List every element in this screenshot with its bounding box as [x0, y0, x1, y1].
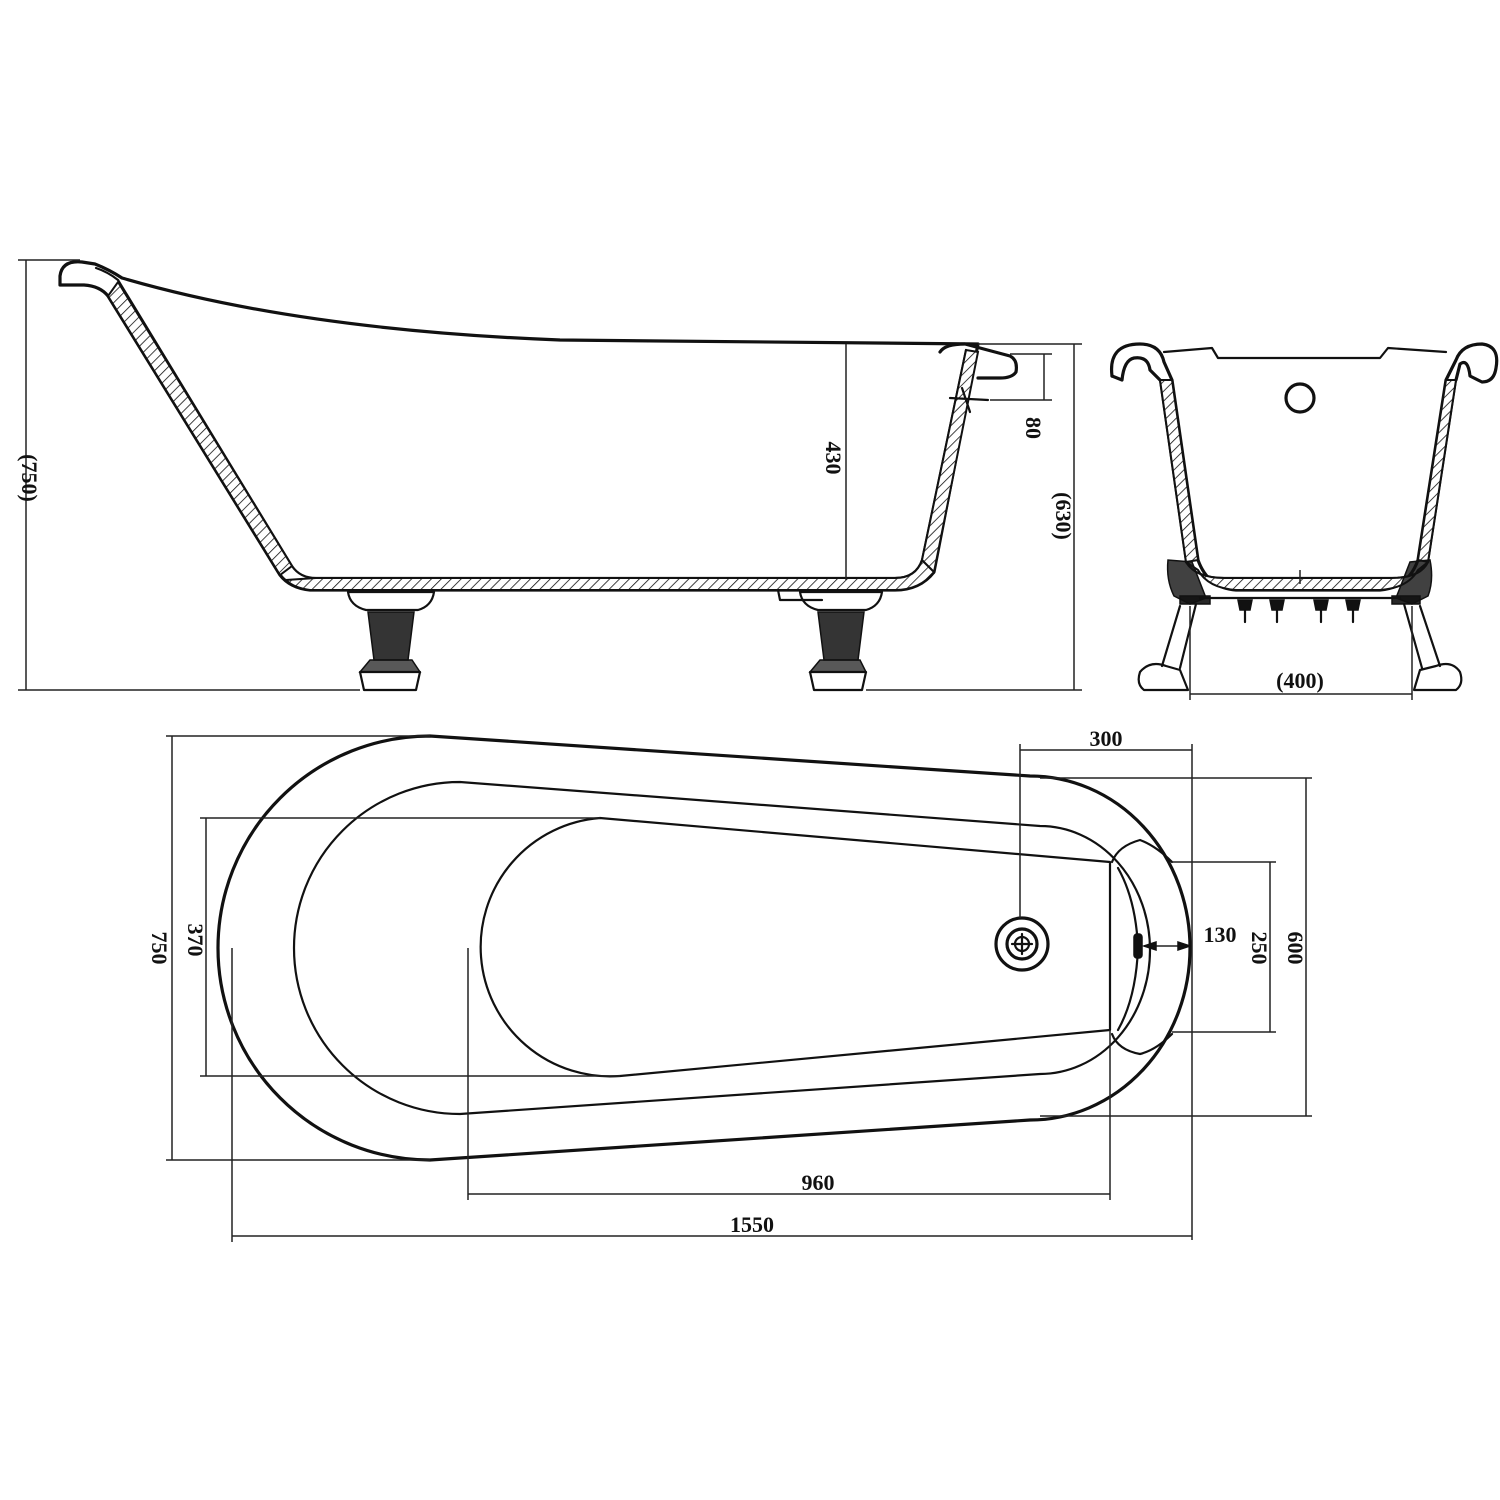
side-right-wall-hatch [920, 348, 980, 575]
rim-height-label: (630) [1051, 492, 1076, 540]
plan-waste-drain [994, 916, 1050, 972]
end-left-lip [1110, 356, 1162, 382]
side-overflow [948, 386, 990, 414]
plan-foot-recess [1110, 838, 1174, 1056]
end-left-wall-hatch [1158, 379, 1200, 564]
plan-dim-960: 960 [467, 948, 1111, 1200]
end-right-wall-hatch [1416, 379, 1458, 564]
side-view: (750) 430 80 (630) [17, 259, 1082, 692]
side-wall-hatch [106, 280, 294, 577]
side-drain-step [776, 588, 824, 602]
overflow-offset-label: 80 [1021, 417, 1046, 439]
plan-basin-floor [479, 816, 1112, 1078]
foot-end-inner-label: 250 [1247, 932, 1272, 965]
total-length-label: 1550 [730, 1212, 774, 1237]
plan-inner-rim [292, 780, 1152, 1116]
inner-length-label: 960 [802, 1170, 835, 1195]
total-height-label: (750) [17, 454, 42, 502]
side-inner-shell [94, 266, 968, 580]
plan-view: 300 130 250 600 750 370 [147, 726, 1312, 1242]
end-dim-400: (400) [1189, 606, 1413, 700]
inner-width-label: 370 [183, 924, 208, 957]
side-leg-left [346, 590, 436, 692]
waste-offset-label: 300 [1090, 726, 1123, 751]
end-top-edge [1162, 346, 1448, 360]
plan-dim-600: 600 [1040, 777, 1312, 1117]
plan-dim-250: 250 [1172, 861, 1276, 1033]
side-rim-detail [938, 342, 1018, 380]
depth-label: 430 [821, 442, 846, 475]
plan-overflow [1133, 933, 1193, 959]
end-bottom-hatch [1185, 561, 1429, 591]
leg-spacing-label: (400) [1276, 668, 1324, 693]
end-overflow-hole [1284, 382, 1316, 414]
plan-dim-300: 300 [1019, 726, 1193, 1240]
end-leg-right [1391, 559, 1463, 692]
plan-dim-370: 370 [183, 817, 620, 1077]
overflow-label: 130 [1204, 922, 1237, 947]
side-dim-430: 430 [821, 344, 847, 580]
foot-end-outer-label: 600 [1283, 932, 1308, 965]
end-leg-left [1137, 559, 1211, 692]
side-dim-80: 80 [990, 353, 1052, 439]
plan-dim-750: 750 [147, 735, 430, 1161]
side-dim-630: (630) [866, 343, 1082, 691]
side-bottom-hatch [283, 558, 936, 591]
outer-width-label: 750 [147, 932, 172, 965]
end-view: (400) [1109, 342, 1499, 700]
side-dim-750: (750) [17, 259, 360, 691]
end-bolts [1198, 596, 1402, 624]
plan-dim-1550: 1550 [231, 948, 1192, 1242]
side-leg-right [798, 590, 884, 692]
